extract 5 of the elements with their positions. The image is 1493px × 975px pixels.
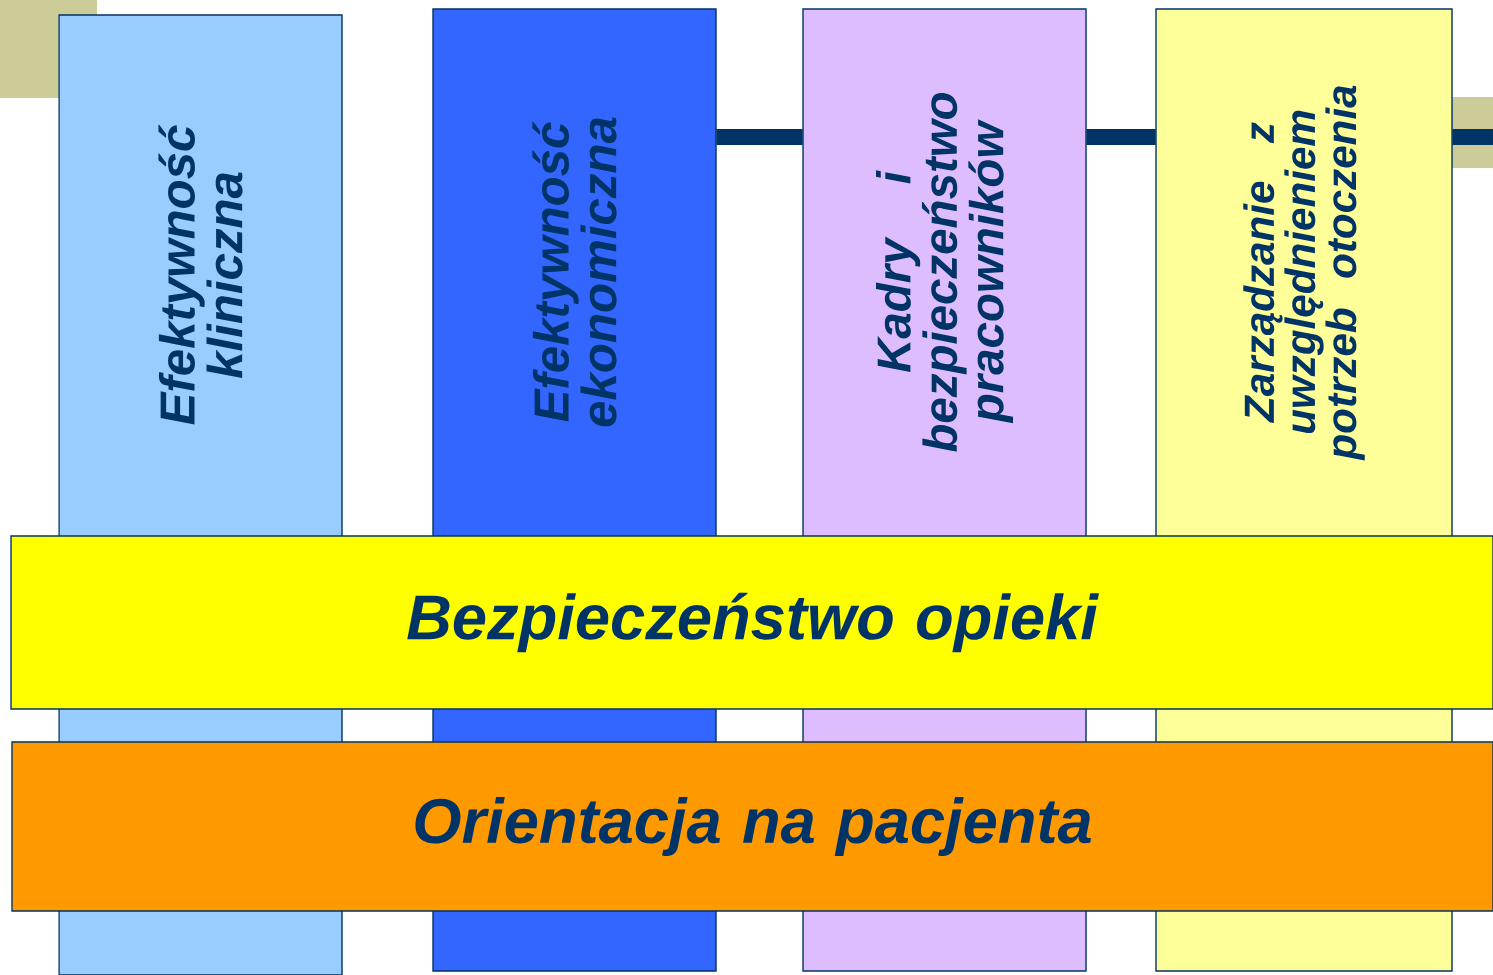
band-box: Bezpieczeństwo opieki bbox=[10, 535, 1493, 710]
connector-line bbox=[716, 129, 803, 145]
band-box: Orientacja na pacjenta bbox=[11, 741, 1493, 912]
connector-line bbox=[1452, 129, 1493, 145]
connector-line bbox=[1086, 129, 1156, 145]
